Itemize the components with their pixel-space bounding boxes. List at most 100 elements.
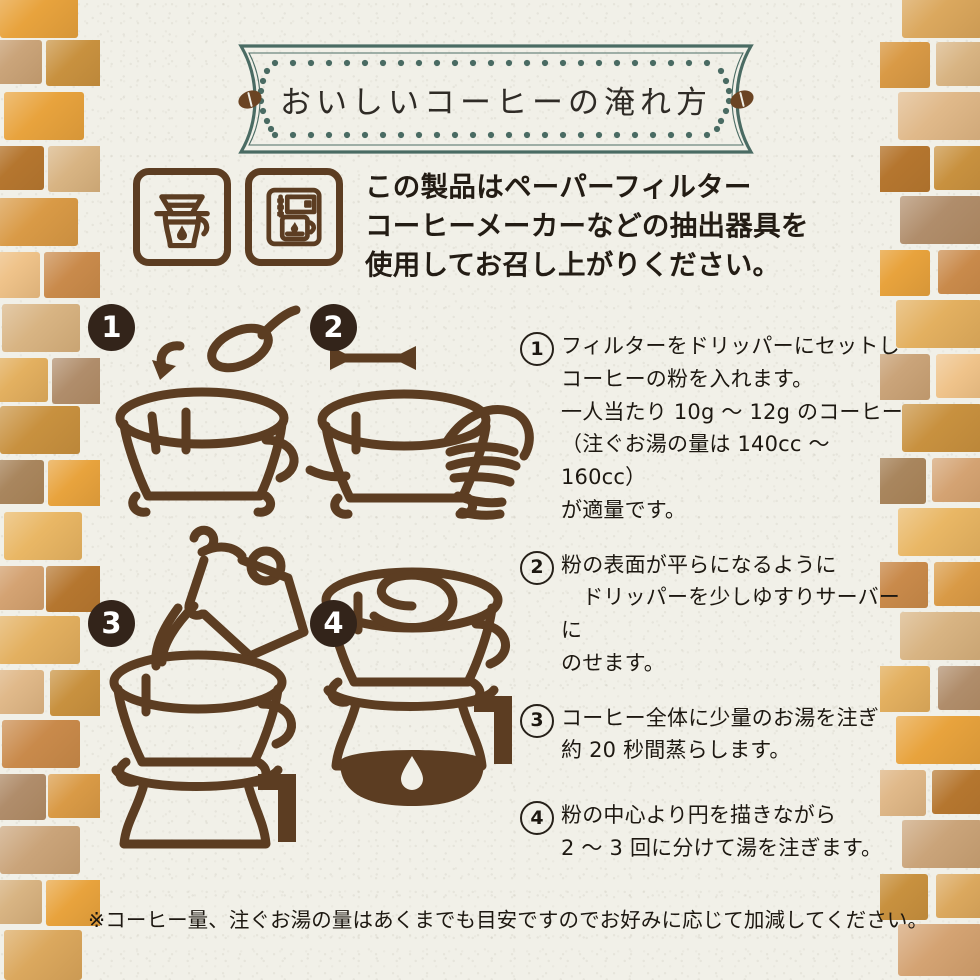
brick	[880, 42, 930, 88]
brick	[0, 774, 46, 820]
arrow-head-right	[392, 346, 416, 370]
figure-dripper-with-spoon	[115, 305, 301, 517]
brick	[932, 770, 980, 814]
brick	[0, 406, 80, 454]
step-number-1: 1	[520, 332, 554, 366]
arrow-head-left	[330, 346, 354, 370]
brick	[898, 924, 980, 976]
brick	[938, 666, 980, 710]
step-text-4: 粉の中心より円を描きながら 2 〜 3 回に分けて湯を注ぎます。	[561, 803, 883, 860]
brick	[50, 670, 100, 716]
brick	[938, 250, 980, 294]
brick-border-left	[0, 0, 100, 980]
intro-block: この製品はペーパーフィルター コーヒーメーカーなどの抽出器具を 使用してお召し上…	[133, 168, 809, 285]
banner-frame	[238, 44, 754, 154]
server-handle	[258, 774, 296, 842]
banner-dot-row-bottom	[271, 131, 711, 139]
brick	[898, 508, 980, 556]
instruction-item-4: 4 粉の中心より円を描きながら 2 〜 3 回に分けて湯を注ぎます。	[520, 799, 910, 865]
brick	[0, 146, 44, 190]
brick	[932, 458, 980, 502]
brick	[900, 196, 980, 244]
brick	[936, 874, 980, 918]
brick	[898, 92, 980, 140]
brick	[0, 40, 42, 84]
brick	[44, 252, 100, 298]
brick	[934, 562, 980, 606]
figure-spiral-pour-on-server	[321, 567, 512, 806]
brick	[0, 252, 40, 298]
brick	[880, 354, 930, 400]
figure-badge-3: 3	[88, 600, 135, 647]
step-text-2: 粉の表面が平らになるように ドリッパーを少しゆすりサーバーに のせます。	[561, 552, 900, 675]
banner-dot-arc-left	[257, 67, 275, 133]
brick	[900, 612, 980, 660]
brick	[0, 0, 78, 38]
brick	[4, 92, 84, 140]
coffee-bean-icon	[235, 86, 265, 112]
brick	[902, 0, 980, 38]
brick	[48, 146, 100, 192]
brick	[902, 820, 980, 868]
step-number-2: 2	[520, 550, 554, 585]
brick	[934, 146, 980, 190]
figure-kettle-pouring-on-server	[109, 525, 309, 849]
brick	[880, 146, 930, 192]
title-banner: おいしいコーヒーの淹れ方	[213, 43, 779, 155]
drop-icon	[401, 756, 423, 790]
brick	[880, 458, 926, 504]
figure-badge-2: 2	[310, 304, 357, 351]
brick	[880, 562, 928, 608]
figure-badge-4: 4	[310, 600, 357, 647]
brick	[46, 40, 100, 86]
brick	[880, 874, 928, 920]
step-text-3: コーヒー全体に少量のお湯を注ぎ 約 20 秒間蒸らします。	[561, 705, 879, 763]
coffee-bean-icon	[727, 86, 757, 112]
banner-dot-row-top	[271, 59, 711, 67]
coffee-maker-icon	[245, 168, 343, 266]
banner-title-row: おいしいコーヒーの淹れ方	[213, 43, 779, 155]
brick	[936, 42, 980, 86]
brick	[0, 566, 44, 610]
instruction-item-2: 2 粉の表面が平らになるように ドリッパーを少しゆすりサーバーに のせます。	[520, 549, 910, 680]
instruction-item-1: 1 フィルターをドリッパーにセットし コーヒーの粉を入れます。 一人当たり 10…	[520, 330, 910, 527]
brick	[880, 250, 930, 296]
illustration-group: 1 2 3 4	[80, 300, 534, 890]
brick	[936, 354, 980, 398]
brick	[46, 566, 100, 612]
brick	[4, 930, 82, 980]
brick	[0, 460, 44, 504]
server-handle	[474, 696, 512, 764]
footnote: ※コーヒー量、注ぐお湯の量はあくまでも目安ですのでお好みに応じて加減してください…	[88, 908, 929, 932]
brick	[48, 460, 100, 506]
instruction-item-3: 3 コーヒー全体に少量のお湯を注ぎ 約 20 秒間蒸らします。	[520, 702, 910, 768]
brick	[880, 666, 930, 712]
brick	[52, 358, 100, 404]
brick	[896, 716, 980, 764]
brick	[48, 774, 100, 818]
page-title: おいしいコーヒーの淹れ方	[280, 84, 712, 121]
brick	[0, 616, 80, 664]
intro-text: この製品はペーパーフィルター コーヒーメーカーなどの抽出器具を 使用してお召し上…	[365, 171, 809, 282]
brick-border-right	[880, 0, 980, 980]
step-number-4: 4	[520, 801, 554, 835]
step-text-1: フィルターをドリッパーにセットし コーヒーの粉を入れます。 一人当たり 10g …	[561, 334, 904, 522]
brick	[0, 826, 80, 874]
step-number-3: 3	[520, 703, 554, 738]
instruction-list: 1 フィルターをドリッパーにセットし コーヒーの粉を入れます。 一人当たり 10…	[520, 330, 910, 887]
brick	[0, 880, 42, 924]
brick	[902, 404, 980, 452]
figure-badge-1: 1	[88, 304, 135, 351]
brick	[880, 770, 926, 816]
brick	[2, 720, 80, 768]
brick	[46, 880, 100, 926]
brick	[0, 198, 78, 246]
brick	[2, 304, 80, 352]
brick	[0, 670, 44, 714]
brick	[896, 300, 980, 348]
figure-hand-shaking-dripper	[305, 346, 534, 520]
pour-over-dripper-icon	[133, 168, 231, 266]
brick	[0, 358, 48, 402]
